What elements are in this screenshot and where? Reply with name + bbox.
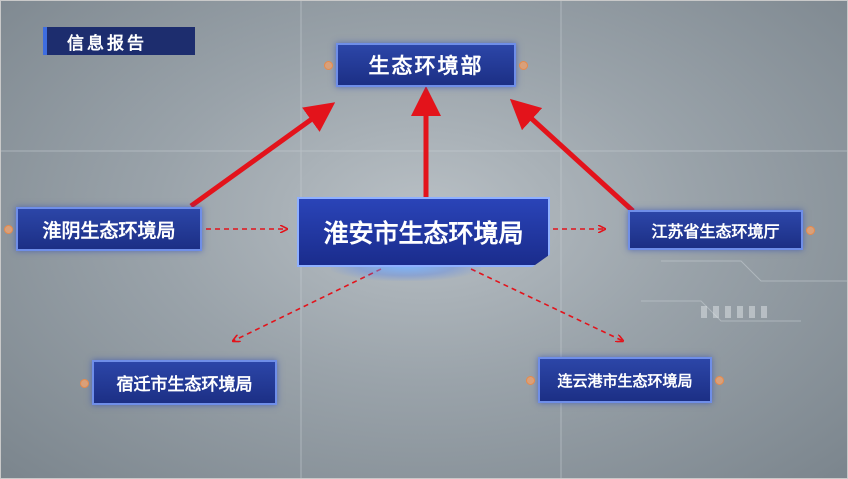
node-huaiyin-label: 淮阴生态环境局	[42, 219, 176, 242]
dashed-arrow-center-to-bottom-right	[470, 268, 623, 341]
node-lianyungang-label: 连云港市生态环境局	[557, 371, 693, 390]
connector-dot	[519, 61, 528, 70]
node-jiangsu: 江苏省生态环境厅	[628, 210, 815, 250]
arrow-left-to-top	[189, 102, 336, 209]
report-tag-label: 信息报告	[67, 33, 147, 54]
arrow-right-to-top	[509, 98, 635, 213]
connector-dot	[526, 376, 535, 385]
node-jiangsu-label: 江苏省生态环境厅	[651, 222, 780, 241]
connector-dot	[715, 376, 724, 385]
connector-dot	[324, 61, 333, 70]
node-huaian-label: 淮安市生态环境局	[323, 219, 524, 248]
node-huaian: 淮安市生态环境局	[297, 197, 550, 267]
connector-dot	[806, 226, 815, 235]
node-suqian: 宿迁市生态环境局	[80, 360, 277, 405]
node-suqian-label: 宿迁市生态环境局	[116, 375, 253, 395]
dashed-arrow-center-to-bottom-left	[233, 268, 382, 341]
report-tag: 信息报告	[43, 27, 195, 55]
connector-dot	[4, 225, 13, 234]
connector-dot	[80, 378, 89, 388]
node-ministry-label: 生态环境部	[368, 54, 484, 78]
node-huaiyin: 淮阴生态环境局	[4, 207, 202, 251]
node-ministry: 生态环境部	[324, 43, 528, 87]
node-lianyungang: 连云港市生态环境局	[526, 357, 724, 403]
